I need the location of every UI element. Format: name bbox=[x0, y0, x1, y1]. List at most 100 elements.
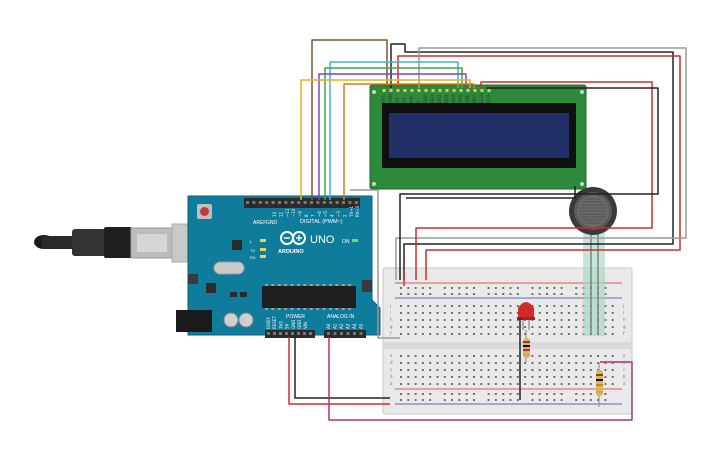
lcd-pin bbox=[466, 89, 470, 92]
power-label: POWER bbox=[286, 314, 305, 320]
wire-purple bbox=[318, 73, 467, 200]
lcd-pin-label: RW bbox=[409, 96, 414, 103]
row-letter: i bbox=[623, 310, 624, 315]
lcd-pin-label: DB3 bbox=[444, 94, 449, 103]
lcd-pin-label: VDD bbox=[388, 94, 393, 103]
wire-magenta bbox=[328, 337, 633, 421]
on-led-label: ON bbox=[342, 239, 350, 245]
wire-orange bbox=[343, 83, 475, 200]
lcd-pin bbox=[473, 89, 477, 92]
lcd-pin-label: RS bbox=[402, 97, 407, 103]
digital-header bbox=[244, 198, 360, 208]
lcd-pin-label: DB0 bbox=[423, 94, 428, 103]
lcd-pin bbox=[417, 89, 421, 92]
power-pin-label: RESET bbox=[272, 316, 277, 329]
digital-pin-label: ~10 bbox=[291, 208, 296, 217]
digital-pin-label: 8 bbox=[304, 214, 309, 217]
wire-red bbox=[415, 81, 653, 280]
row-letter: f bbox=[390, 331, 392, 336]
resistor-led bbox=[523, 330, 530, 362]
gnd-label: GND bbox=[266, 220, 278, 226]
wires bbox=[288, 39, 687, 421]
capacitor bbox=[223, 312, 239, 328]
wire-black bbox=[294, 337, 390, 399]
wire-gray bbox=[395, 47, 687, 280]
power-pin-label: IOREF bbox=[266, 316, 271, 329]
l-led-label: L bbox=[250, 239, 253, 244]
row-letter: e bbox=[390, 353, 393, 358]
digital-pin-label: 4 bbox=[330, 214, 335, 217]
analog-label: ANALOG IN bbox=[327, 314, 355, 320]
power-pin-label: VIN bbox=[303, 322, 308, 329]
regulator bbox=[206, 283, 216, 293]
row-letter: g bbox=[623, 324, 626, 329]
power-pin-label: 3V3 bbox=[278, 321, 283, 329]
lcd-pin-label: DB7 bbox=[472, 94, 477, 103]
resistor-sensor bbox=[596, 362, 603, 407]
row-letter: f bbox=[623, 331, 625, 336]
lcd-pin bbox=[410, 89, 414, 92]
lcd-pin bbox=[459, 89, 463, 92]
lcd-pin-label: DB6 bbox=[465, 94, 470, 103]
center-channel bbox=[383, 342, 632, 349]
capacitor bbox=[238, 312, 254, 328]
red-led bbox=[517, 302, 535, 330]
analog-pin-label: A3 bbox=[346, 323, 351, 329]
digital-pin-label: 7 bbox=[310, 214, 315, 217]
row-letter: c bbox=[623, 367, 625, 372]
digital-pin-label: ~5 bbox=[323, 211, 328, 217]
wire-green bbox=[324, 67, 463, 200]
tx-led-label: TX bbox=[250, 248, 255, 253]
lcd-pin bbox=[431, 89, 435, 92]
wire-black bbox=[390, 43, 674, 280]
wire-black bbox=[406, 186, 576, 199]
row-letter: c bbox=[390, 367, 392, 372]
lcd-pin bbox=[424, 89, 428, 92]
row-letter: g bbox=[390, 324, 393, 329]
usb-chip bbox=[232, 240, 242, 250]
lcd-pin bbox=[445, 89, 449, 92]
lcd-pin bbox=[452, 89, 456, 92]
arduino-brand: ARDUINO bbox=[278, 249, 304, 255]
wire-gray bbox=[350, 189, 400, 339]
power-pin-label: GND bbox=[291, 320, 296, 329]
row-letter: j bbox=[622, 303, 624, 308]
lcd-pin bbox=[438, 89, 442, 92]
analog-header bbox=[324, 330, 366, 338]
power-header bbox=[265, 330, 315, 338]
lcd-pin bbox=[382, 89, 386, 92]
power-pin-label: GND bbox=[297, 320, 302, 329]
wire-cyan bbox=[329, 61, 459, 200]
lcd-pin-label: DB1 bbox=[430, 94, 435, 103]
lcd-pin-label: DB2 bbox=[437, 94, 442, 103]
wire-black bbox=[399, 87, 659, 280]
lcd-pin bbox=[396, 89, 400, 92]
row-letter: d bbox=[390, 360, 393, 365]
row-letter: b bbox=[390, 374, 393, 379]
crystal bbox=[213, 261, 245, 275]
power-jack bbox=[176, 310, 212, 332]
wire-red bbox=[288, 337, 390, 405]
row-letter: b bbox=[623, 374, 626, 379]
aref-label: AREF bbox=[253, 220, 266, 226]
row-letter: i bbox=[390, 310, 391, 315]
row-letter: e bbox=[623, 353, 626, 358]
lcd-pin-label: DB4 bbox=[451, 94, 456, 103]
row-letter: j bbox=[389, 303, 391, 308]
row-letter: h bbox=[623, 317, 626, 322]
arduino-logo-icon bbox=[280, 231, 306, 245]
digital-pin-label: 2 bbox=[342, 214, 347, 217]
digital-pin-label: ~11 bbox=[285, 208, 290, 217]
digital-pin-label: 13 bbox=[272, 211, 277, 217]
icsp-header bbox=[362, 280, 372, 292]
lcd-pin-label: LED+ bbox=[479, 92, 484, 103]
arduino-uno-board: AREF GND DIGITAL (PWM~) L TX RX ARDUINO … bbox=[176, 195, 381, 338]
digital-pin-label: 12 bbox=[278, 211, 283, 217]
analog-pin-label: A0 bbox=[326, 323, 331, 329]
atmega-chip bbox=[262, 286, 356, 308]
lcd-screen bbox=[389, 113, 569, 158]
row-letter: h bbox=[390, 317, 393, 322]
